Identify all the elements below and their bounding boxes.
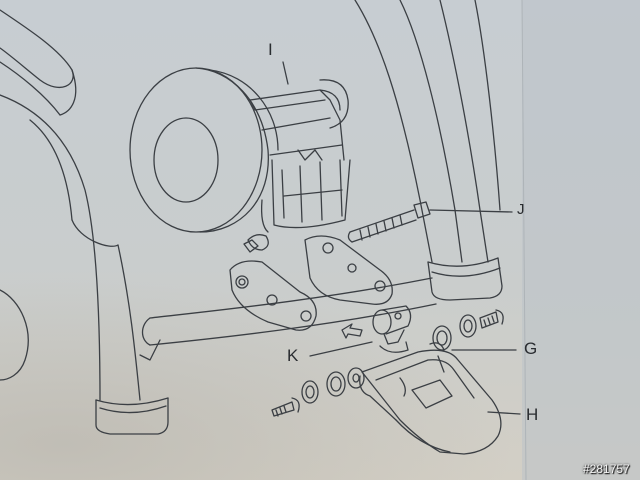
leader-line-k xyxy=(309,341,373,357)
pivot-axle-k xyxy=(372,305,412,353)
pedal-h xyxy=(359,342,502,455)
callout-label-h: H xyxy=(526,405,539,424)
callout-label-i: I xyxy=(268,40,273,59)
callout-label-k: K xyxy=(287,346,299,365)
resistance-housing xyxy=(249,79,351,233)
direction-arrow-icon xyxy=(341,323,363,339)
washer-set-g xyxy=(432,309,504,351)
handle-tube-top-left xyxy=(0,9,77,116)
frame-upright-right xyxy=(354,0,501,263)
cable-left xyxy=(0,289,29,381)
callout-label-g: G xyxy=(524,339,538,358)
nut-icon xyxy=(243,239,259,253)
frame-upright-left xyxy=(0,94,141,401)
leader-line-i xyxy=(282,61,289,85)
bolt-j xyxy=(347,201,513,243)
frame-foot-left xyxy=(95,339,169,435)
leader-line-h xyxy=(487,411,521,415)
watermark-id: #281757 xyxy=(583,462,630,476)
page-fold-edge xyxy=(521,0,527,480)
bracket-plate xyxy=(229,234,393,331)
washer-set-left xyxy=(271,367,365,417)
page-fold-right xyxy=(522,0,640,480)
frame-foot-right xyxy=(427,257,503,301)
callout-label-j: J xyxy=(517,201,525,218)
flywheel-disc xyxy=(129,67,279,233)
